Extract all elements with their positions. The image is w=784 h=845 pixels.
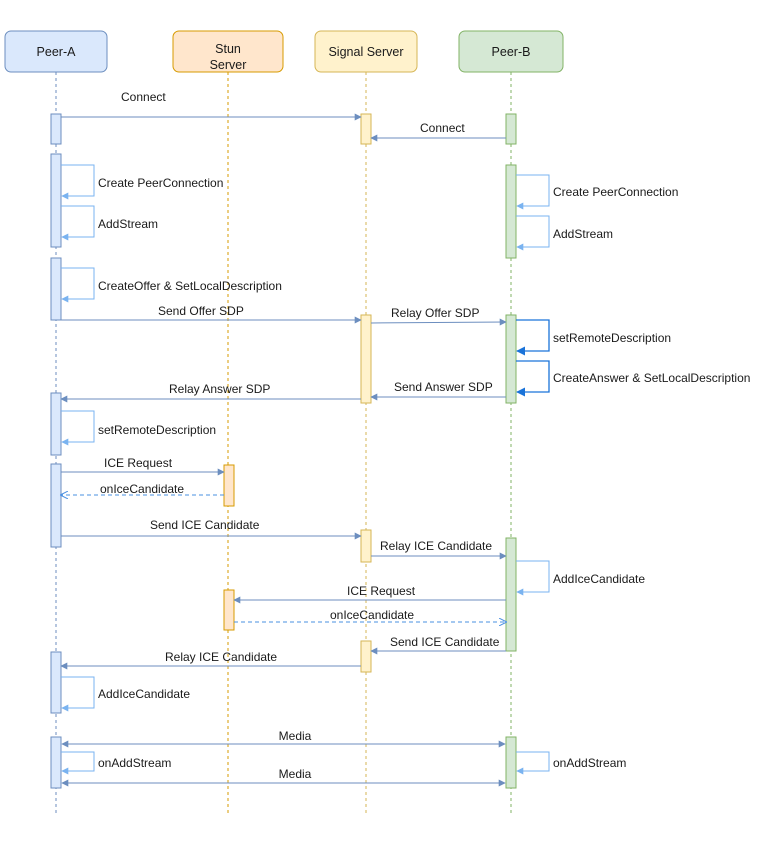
activation-bar-peer-b [505, 314, 517, 404]
self-message-arrow [516, 319, 550, 356]
participant-signal: Signal Server [314, 30, 418, 73]
participant-label: Stun [215, 42, 241, 56]
message-label: Media [279, 767, 312, 781]
message-label: Relay Answer SDP [169, 382, 270, 396]
message-label: Relay ICE Candidate [165, 650, 277, 664]
message-label: Connect [420, 121, 465, 135]
message-label: onIceCandidate [100, 482, 184, 496]
self-message-arrow [516, 215, 550, 251]
message-label: Connect [121, 90, 166, 104]
activation-bar-stun [223, 464, 235, 507]
message-label: Send Offer SDP [158, 304, 244, 318]
message-label: Send Answer SDP [394, 380, 493, 394]
message-label: Relay ICE Candidate [380, 539, 492, 553]
message-label: CreateAnswer & SetLocalDescription [553, 371, 750, 385]
message-label: Media [279, 729, 312, 743]
message-label: Create PeerConnection [98, 176, 223, 190]
self-message-arrow [61, 164, 95, 200]
self-message-arrow [61, 751, 95, 775]
message-arrow [370, 318, 507, 326]
activation-bar-peer-a [50, 153, 62, 248]
activation-bar-peer-b [505, 736, 517, 789]
message-label: onAddStream [98, 756, 171, 770]
self-message-arrow [61, 267, 95, 303]
activation-bar-peer-b [505, 537, 517, 652]
message-label: setRemoteDescription [98, 423, 216, 437]
self-message-arrow [61, 410, 95, 446]
self-message-arrow [61, 205, 95, 241]
participant-stun: Stun Server [172, 30, 284, 73]
participant-peer-b: Peer-B [458, 30, 564, 73]
message-label: AddIceCandidate [98, 687, 190, 701]
message-label: ICE Request [104, 456, 173, 470]
activation-bar-peer-a [50, 392, 62, 456]
activation-bar-signal [360, 529, 372, 563]
message-label: AddStream [553, 227, 613, 241]
activation-bar-signal [360, 113, 372, 145]
message-label: ICE Request [347, 584, 416, 598]
message-label: onAddStream [553, 756, 626, 770]
message-label: AddStream [98, 217, 158, 231]
message-label: setRemoteDescription [553, 331, 671, 345]
activation-bar-signal [360, 640, 372, 673]
activation-bar-stun [223, 589, 235, 631]
self-message-arrow [516, 174, 550, 210]
self-message-arrow [61, 676, 95, 712]
message-label: AddIceCandidate [553, 572, 645, 586]
activation-bar-peer-b [505, 113, 517, 145]
message-label: Relay Offer SDP [391, 306, 479, 320]
message-label: Send ICE Candidate [390, 635, 500, 649]
message-label: Send ICE Candidate [150, 518, 260, 532]
message-label: Create PeerConnection [553, 185, 678, 199]
self-message-arrow [516, 560, 550, 596]
activation-bar-peer-a [50, 651, 62, 714]
participant-label: Server [210, 58, 247, 72]
message-label: onIceCandidate [330, 608, 414, 622]
message-label: CreateOffer & SetLocalDescription [98, 279, 282, 293]
self-message-arrow [516, 751, 550, 775]
participant-peer-a: Peer-A [4, 30, 108, 73]
activation-bar-peer-b [505, 164, 517, 259]
participant-label: Peer-A [37, 45, 77, 59]
participant-label: Signal Server [328, 45, 403, 59]
activation-bar-peer-a [50, 736, 62, 789]
self-message-arrow [516, 360, 550, 397]
participant-label: Peer-B [492, 45, 531, 59]
activation-bar-peer-a [50, 257, 62, 321]
activation-bar-peer-a [50, 463, 62, 548]
activation-bar-signal [360, 314, 372, 404]
activation-bar-peer-a [50, 113, 62, 145]
